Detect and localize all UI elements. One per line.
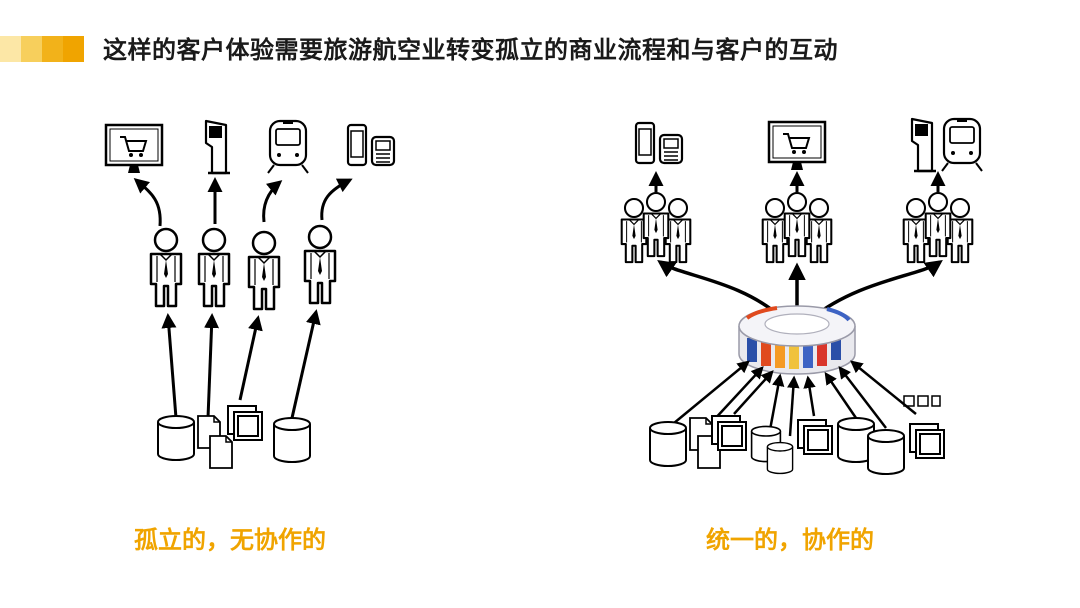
- shopping-cart-monitor-icon: [767, 120, 827, 172]
- kiosk-icon: [204, 119, 232, 175]
- integration-hub-icon: [738, 305, 856, 375]
- left-panel: [104, 119, 396, 469]
- right-panel: [622, 117, 984, 475]
- mobile-phones-icon: [634, 121, 684, 165]
- customer-group-icon: [763, 193, 832, 262]
- page-title: 这样的客户体验需要旅游航空业转变孤立的商业流程和与客户的互动: [103, 36, 838, 64]
- database-icon: [157, 415, 195, 461]
- train-icon: [940, 117, 984, 173]
- title-accent-bar: [0, 36, 84, 62]
- barcode-icon: [903, 395, 941, 407]
- train-icon: [266, 119, 310, 175]
- customer-icon: [247, 230, 281, 311]
- photos-icon: [711, 415, 747, 451]
- shopping-cart-monitor-icon: [104, 123, 164, 175]
- document-icon: [209, 435, 233, 469]
- database-icon: [649, 421, 687, 467]
- customer-icon: [197, 227, 231, 308]
- customer-icon: [303, 224, 337, 305]
- database-icon: [766, 441, 794, 475]
- mobile-phones-icon: [346, 123, 396, 167]
- photos-icon: [227, 405, 263, 441]
- database-icon: [273, 417, 311, 463]
- customer-group-icon: [904, 193, 973, 262]
- database-icon: [867, 429, 905, 475]
- right-caption: 统一的，协作的: [706, 526, 874, 554]
- kiosk-icon: [910, 117, 938, 173]
- left-caption: 孤立的，无协作的: [134, 526, 326, 554]
- customer-group-icon: [622, 193, 691, 262]
- photos-icon: [797, 419, 833, 455]
- customer-icon: [149, 227, 183, 308]
- photos-icon: [909, 423, 945, 459]
